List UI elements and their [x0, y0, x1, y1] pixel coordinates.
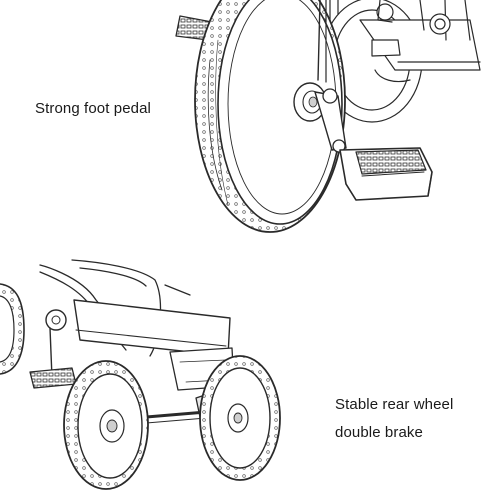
- crank-arm: [314, 88, 347, 153]
- caption-double-brake: double brake: [335, 424, 423, 441]
- front-pedal: [29, 309, 77, 389]
- front-wheel-pedal-panel: [175, 0, 481, 233]
- front-wheel: [194, 0, 346, 233]
- left-rear-wheel: [63, 360, 149, 490]
- foot-pedal: [339, 147, 433, 201]
- fork-leg: [317, 0, 321, 81]
- left-front-wheel: [0, 283, 25, 375]
- caption-strong-foot-pedal: Strong foot pedal: [35, 100, 151, 117]
- right-rear-wheel: [199, 355, 281, 481]
- rear-basket: [73, 299, 235, 391]
- rear-wheel-brake-panel: [0, 259, 281, 490]
- caption-stable-rear-wheel: Stable rear wheel: [335, 396, 454, 413]
- back-frame: [321, 0, 481, 123]
